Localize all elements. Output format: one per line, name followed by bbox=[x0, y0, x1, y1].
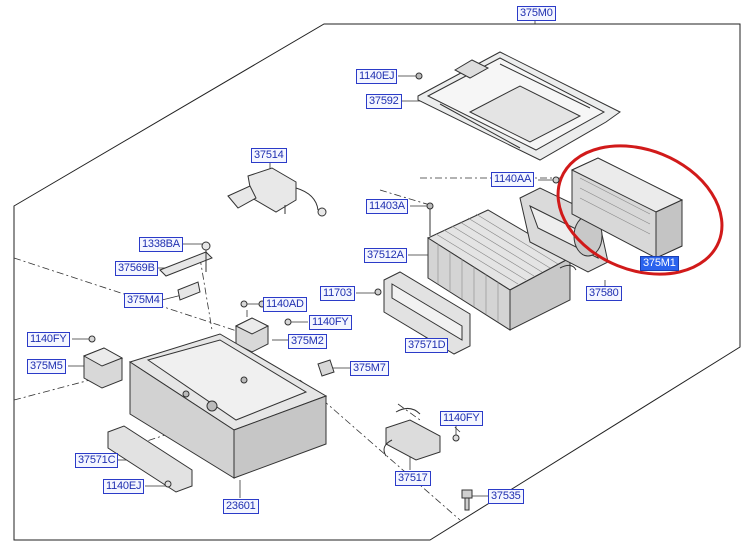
callout-37580[interactable]: 37580 bbox=[586, 286, 622, 301]
callout-11703[interactable]: 11703 bbox=[320, 286, 355, 301]
callout-37571C[interactable]: 37571C bbox=[75, 453, 119, 468]
callout-1140FY-right[interactable]: 1140FY bbox=[440, 411, 483, 426]
callout-37569B[interactable]: 37569B bbox=[115, 261, 158, 276]
callout-375M0[interactable]: 375M0 bbox=[517, 6, 556, 21]
callout-375M1-selected[interactable]: 375M1 bbox=[640, 256, 679, 271]
tray-23601 bbox=[128, 333, 328, 479]
callout-1140AA[interactable]: 1140AA bbox=[491, 172, 535, 187]
callout-37514[interactable]: 37514 bbox=[251, 148, 287, 163]
callout-37535[interactable]: 37535 bbox=[488, 489, 524, 504]
callout-1140AD[interactable]: 1140AD bbox=[263, 297, 307, 312]
battery-module-37512A bbox=[426, 202, 572, 331]
callout-37512A[interactable]: 37512A bbox=[364, 248, 407, 263]
callout-37517[interactable]: 37517 bbox=[395, 471, 431, 486]
callout-375M4[interactable]: 375M4 bbox=[124, 293, 163, 308]
cover-plate-37592 bbox=[415, 51, 621, 161]
callout-1140FY-mid[interactable]: 1140FY bbox=[309, 315, 352, 330]
harness-37517 bbox=[383, 408, 460, 461]
callout-1140EJ-bottom[interactable]: 1140EJ bbox=[103, 479, 145, 494]
callout-1140EJ-top[interactable]: 1140EJ bbox=[356, 69, 398, 84]
callout-1140FY-left[interactable]: 1140FY bbox=[27, 332, 70, 347]
bracket-37514 bbox=[227, 167, 327, 217]
side-plate-37571D bbox=[383, 271, 471, 355]
callout-37592[interactable]: 37592 bbox=[366, 94, 402, 109]
relay-375M5 bbox=[82, 335, 124, 389]
callout-11403A[interactable]: 11403A bbox=[366, 199, 408, 214]
bms-unit-375M1 bbox=[570, 157, 684, 259]
callout-375M2[interactable]: 375M2 bbox=[288, 334, 327, 349]
bracket-37569B bbox=[159, 241, 213, 301]
callout-23601[interactable]: 23601 bbox=[223, 499, 259, 514]
callout-1338BA[interactable]: 1338BA bbox=[139, 237, 183, 252]
bolt-37535 bbox=[461, 489, 473, 511]
callout-375M5[interactable]: 375M5 bbox=[27, 359, 66, 374]
clip-375M7 bbox=[317, 359, 335, 377]
assembly-frame bbox=[13, 23, 741, 541]
side-cover-37571C bbox=[107, 425, 193, 493]
relay-375M2 bbox=[234, 300, 292, 353]
callout-37571D[interactable]: 37571D bbox=[405, 338, 449, 353]
highlight-ring bbox=[556, 144, 724, 276]
callout-375M7[interactable]: 375M7 bbox=[350, 361, 389, 376]
